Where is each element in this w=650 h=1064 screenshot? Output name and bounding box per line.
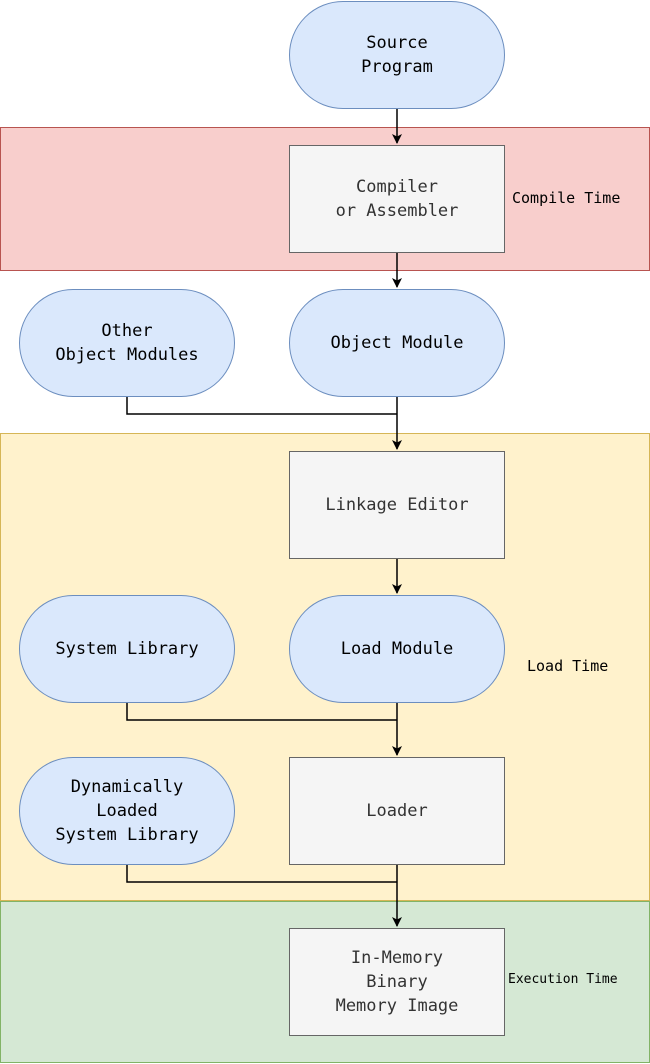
edge-system-library-to-loader: [126, 703, 397, 721]
in-memory-image-node: In-Memory Binary Memory Image: [289, 928, 505, 1036]
edge-other-modules-to-linkage: [126, 397, 397, 415]
compiler-node: Compiler or Assembler: [289, 145, 505, 253]
load-module-node: Load Module: [289, 595, 505, 703]
edge-dynamic-library-to-memory-image: [126, 865, 397, 883]
compile-time-label: Compile Time: [512, 189, 621, 207]
other-object-modules-node: Other Object Modules: [19, 289, 235, 397]
linkage-editor-node: Linkage Editor: [289, 451, 505, 559]
source-program-node: Source Program: [289, 1, 505, 109]
system-library-node: System Library: [19, 595, 235, 703]
execution-time-label: Execution Time: [508, 972, 618, 987]
load-time-label: Load Time: [527, 657, 609, 675]
loader-node: Loader: [289, 757, 505, 865]
object-module-node: Object Module: [289, 289, 505, 397]
dynamically-loaded-library-node: Dynamically Loaded System Library: [19, 757, 235, 865]
